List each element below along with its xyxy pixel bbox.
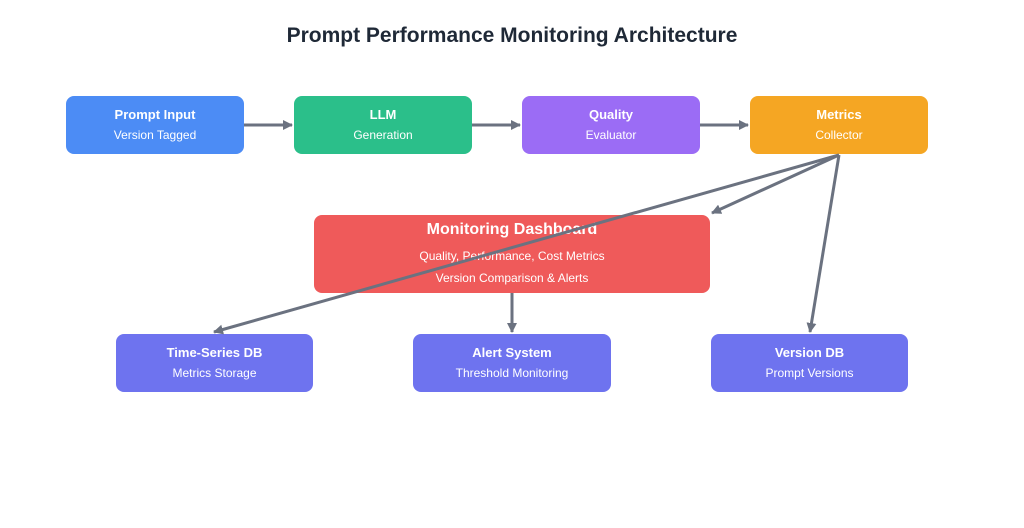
metrics-sub: Collector bbox=[815, 128, 863, 142]
quality-node[interactable]: Quality Evaluator bbox=[522, 96, 700, 154]
time-series-db-sub: Metrics Storage bbox=[172, 366, 257, 380]
alert-system-node[interactable]: Alert System Threshold Monitoring bbox=[413, 334, 611, 392]
monitoring-dashboard-node[interactable]: Monitoring Dashboard Quality, Performanc… bbox=[314, 215, 710, 293]
alert-system-sub: Threshold Monitoring bbox=[455, 366, 569, 380]
prompt-input-name: Prompt Input bbox=[114, 107, 196, 122]
arrow-metrics-to-versiondb bbox=[806, 154, 841, 333]
llm-sub: Generation bbox=[353, 128, 413, 142]
monitoring-dashboard-line1: Quality, Performance, Cost Metrics bbox=[419, 249, 605, 263]
prompt-input-node[interactable]: Prompt Input Version Tagged bbox=[66, 96, 244, 154]
version-db-name: Version DB bbox=[774, 345, 845, 360]
llm-node[interactable]: LLM Generation bbox=[294, 96, 472, 154]
alert-system-name: Alert System bbox=[472, 345, 552, 360]
metrics-name: Metrics bbox=[816, 107, 862, 122]
prompt-input-sub: Version Tagged bbox=[113, 128, 197, 142]
metrics-node[interactable]: Metrics Collector bbox=[750, 96, 928, 154]
monitoring-dashboard-line2: Version Comparison & Alerts bbox=[435, 271, 589, 285]
time-series-db-node[interactable]: Time-Series DB Metrics Storage bbox=[116, 334, 313, 392]
monitoring-dashboard-name: Monitoring Dashboard bbox=[426, 221, 598, 238]
diagram-title: Prompt Performance Monitoring Architectu… bbox=[286, 24, 738, 47]
quality-name: Quality bbox=[588, 107, 634, 122]
version-db-sub: Prompt Versions bbox=[765, 366, 854, 380]
time-series-db-name: Time-Series DB bbox=[166, 345, 263, 360]
llm-name: LLM bbox=[369, 107, 397, 122]
arrow-metrics-to-dashboard bbox=[711, 153, 840, 215]
version-db-node[interactable]: Version DB Prompt Versions bbox=[711, 334, 908, 392]
quality-sub: Evaluator bbox=[585, 128, 637, 142]
